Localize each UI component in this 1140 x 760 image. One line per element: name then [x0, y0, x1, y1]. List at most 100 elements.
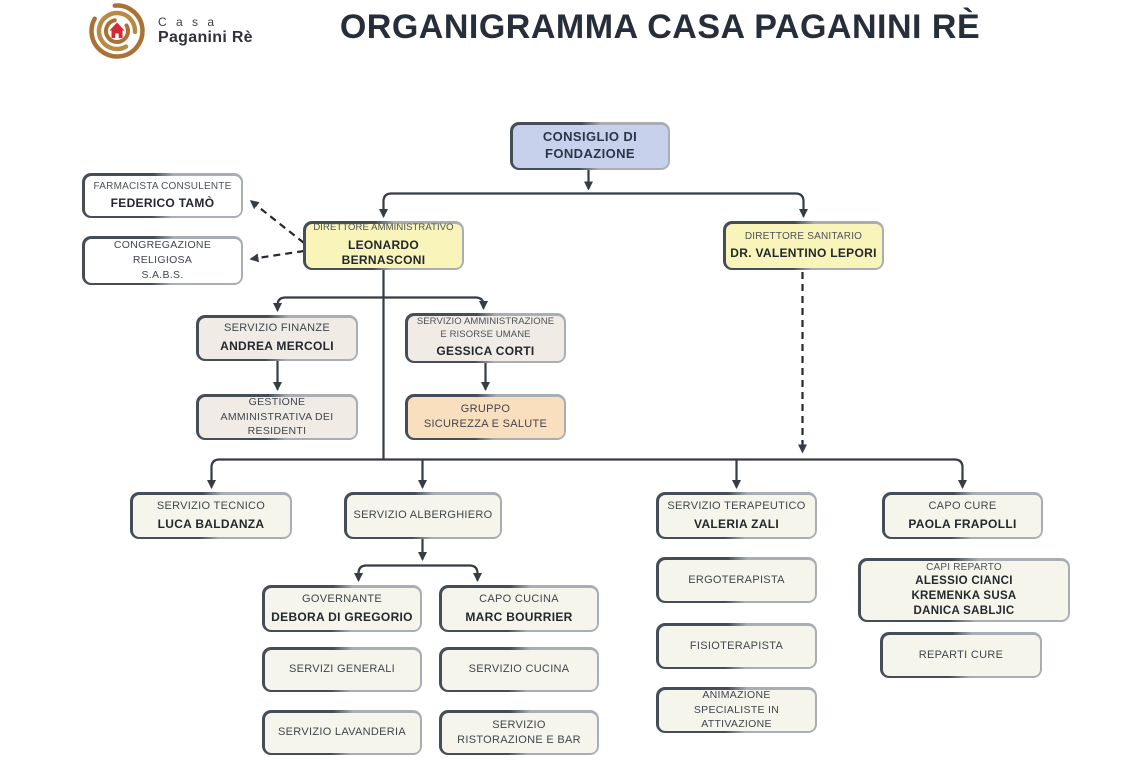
governante-text: GOVERNANTE	[301, 592, 382, 605]
capi-reparto-text: KREMENKA SUSA	[911, 590, 1017, 603]
org-box-body: SERVIZIO RISTORAZIONE E BAR	[441, 712, 597, 753]
logo-text-line1: C a s a	[158, 15, 218, 29]
servizio-finanze-text: SERVIZIO FINANZE	[223, 322, 331, 335]
servizio-terapeutico-text: VALERIA ZALI	[694, 516, 779, 531]
capo-cure-text: CAPO CURE	[928, 499, 997, 512]
gestione-amministrativa-residenti-text: AMMINISTRATIVA DEI	[220, 410, 334, 423]
org-box-reparti-cure: REPARTI CURE	[880, 632, 1042, 678]
capo-cucina-text: CAPO CUCINA	[479, 592, 559, 605]
org-box-governante: GOVERNANTE DEBORA DI GREGORIO	[262, 585, 422, 632]
capi-reparto-text: CAPI REPARTO	[926, 562, 1002, 574]
servizio-lavanderia-text: SERVIZIO LAVANDERIA	[278, 726, 406, 739]
farmacista-consulente-text: FEDERICO TAMÒ	[110, 195, 215, 210]
org-box-body: FARMACISTA CONSULENTE FEDERICO TAMÒ	[84, 175, 241, 216]
direttore-sanitario-text: DR. VALENTINO LEPORI	[730, 245, 877, 260]
connector-line	[379, 192, 589, 218]
org-box-capo-cucina: CAPO CUCINA MARC BOURRIER	[439, 585, 599, 632]
animazione-specialiste-attivazione-text: ANIMAZIONE	[702, 688, 771, 701]
servizio-cucina-text: SERVIZIO CUCINA	[468, 663, 570, 676]
servizio-ristorazione-bar-text: SERVIZIO	[492, 718, 546, 731]
servizio-ristorazione-bar-text: RISTORAZIONE E BAR	[457, 733, 581, 746]
servizio-tecnico-text: LUCA BALDANZA	[157, 516, 265, 531]
connector-line	[588, 192, 808, 218]
logo-spiral-icon	[89, 3, 145, 59]
connector-dashed-line	[249, 200, 305, 244]
org-box-capo-cure: CAPO CURE PAOLA FRAPOLLI	[882, 492, 1043, 539]
org-box-fisioterapista: FISIOTERAPISTA	[656, 623, 817, 669]
org-box-ergoterapista: ERGOTERAPISTA	[656, 557, 817, 603]
farmacista-consulente-text: FARMACISTA CONSULENTE	[93, 180, 232, 192]
connector-line	[422, 564, 482, 582]
capo-cure-text: PAOLA FRAPOLLI	[908, 516, 1017, 531]
org-box-body: ERGOTERAPISTA	[658, 559, 815, 601]
servizio-amministrazione-risorse-umane-text: E RISORSE UMANE	[440, 328, 531, 340]
capo-cucina-text: MARC BOURRIER	[465, 609, 573, 624]
org-box-servizi-generali: SERVIZI GENERALI	[262, 647, 422, 692]
logo-house-icon	[109, 22, 125, 38]
org-box-body: SERVIZIO TERAPEUTICO VALERIA ZALI	[658, 494, 815, 537]
servizio-finanze-text: ANDREA MERCOLI	[220, 339, 334, 354]
logo: C a s a Paganini Rè	[86, 2, 253, 60]
congregazione-religiosa-text: S.A.B.S.	[141, 268, 184, 281]
org-box-servizio-ristorazione-bar: SERVIZIO RISTORAZIONE E BAR	[439, 710, 599, 755]
servizio-amministrazione-risorse-umane-text: SERVIZIO AMMINISTRAZIONE	[416, 316, 555, 328]
connector-line	[354, 564, 423, 582]
fisioterapista-text: FISIOTERAPISTA	[689, 639, 784, 652]
gruppo-sicurezza-salute-text: GRUPPO	[460, 403, 511, 416]
org-box-farmacista-consulente: FARMACISTA CONSULENTE FEDERICO TAMÒ	[82, 173, 243, 218]
org-box-body: REPARTI CURE	[882, 634, 1040, 676]
logo-text-line2: Paganini Rè	[158, 29, 253, 46]
servizi-generali-text: SERVIZI GENERALI	[288, 663, 396, 676]
animazione-specialiste-attivazione-text: ATTIVAZIONE	[701, 718, 772, 731]
org-box-body: SERVIZI GENERALI	[264, 649, 420, 690]
page-title: ORGANIGRAMMA CASA PAGANINI RÈ	[339, 8, 981, 46]
org-box-animazione-specialiste-attivazione: ANIMAZIONE SPECIALISTE IN ATTIVAZIONE	[656, 687, 817, 733]
org-box-body: CAPO CURE PAOLA FRAPOLLI	[884, 494, 1041, 537]
servizio-terapeutico-text: SERVIZIO TERAPEUTICO	[667, 499, 806, 512]
org-box-body: SERVIZIO FINANZE ANDREA MERCOLI	[198, 317, 356, 359]
consiglio-di-fondazione-text: CONSIGLIO DI	[542, 129, 638, 145]
logo-text: C a s a Paganini Rè	[158, 15, 253, 47]
animazione-specialiste-attivazione-text: SPECIALISTE IN	[693, 703, 780, 716]
org-box-body: SERVIZIO CUCINA	[441, 649, 597, 690]
connector-line	[383, 458, 967, 489]
org-box-body: GOVERNANTE DEBORA DI GREGORIO	[264, 587, 420, 630]
gestione-amministrativa-residenti-text: RESIDENTI	[247, 425, 307, 438]
connector-line	[273, 296, 384, 312]
org-box-body: FISIOTERAPISTA	[658, 625, 815, 667]
servizio-alberghiero-text: SERVIZIO ALBERGHIERO	[353, 509, 493, 522]
reparti-cure-text: REPARTI CURE	[918, 648, 1004, 661]
consiglio-di-fondazione-text: FONDAZIONE	[545, 146, 635, 161]
direttore-sanitario-text: DIRETTORE SANITARIO	[744, 230, 863, 242]
org-box-body: ANIMAZIONE SPECIALISTE IN ATTIVAZIONE	[658, 688, 815, 731]
org-box-servizio-lavanderia: SERVIZIO LAVANDERIA	[262, 710, 422, 755]
congregazione-religiosa-text: CONGREGAZIONE	[113, 239, 212, 252]
capi-reparto-text: ALESSIO CIANCI	[915, 575, 1013, 588]
org-box-servizio-alberghiero: SERVIZIO ALBERGHIERO	[344, 492, 502, 539]
org-box-servizio-cucina: SERVIZIO CUCINA	[439, 647, 599, 692]
governante-text: DEBORA DI GREGORIO	[271, 609, 413, 624]
direttore-amministrativo-text: LEONARDO BERNASCONI	[341, 237, 426, 268]
servizio-amministrazione-risorse-umane-text: GESSICA CORTI	[436, 344, 535, 359]
org-box-body: SERVIZIO LAVANDERIA	[264, 712, 420, 753]
org-box-servizio-terapeutico: SERVIZIO TERAPEUTICO VALERIA ZALI	[656, 492, 817, 539]
org-box-body: CAPO CUCINA MARC BOURRIER	[441, 587, 597, 630]
org-box-body: DIRETTORE SANITARIO DR. VALENTINO LEPORI	[725, 223, 882, 268]
